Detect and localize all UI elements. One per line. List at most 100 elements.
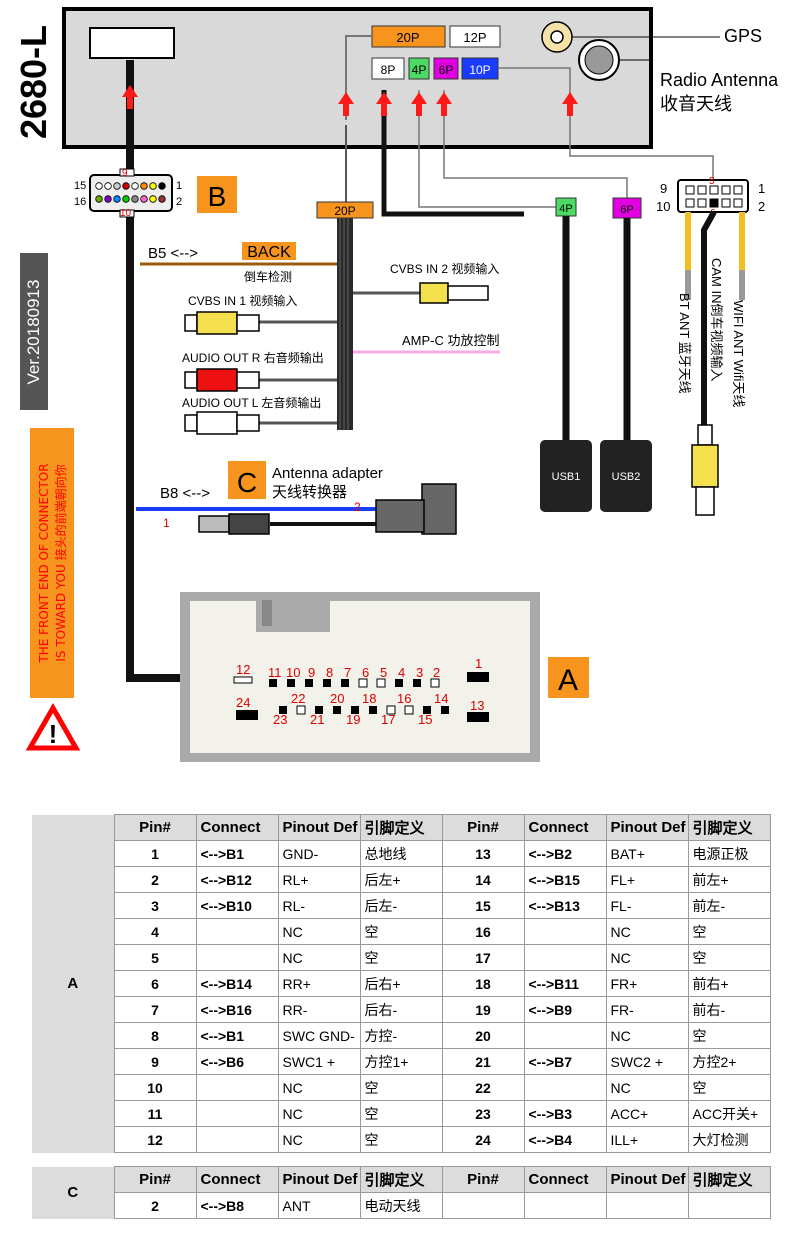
main-socket xyxy=(89,27,175,59)
svg-text:24: 24 xyxy=(236,695,250,710)
adapter-badge xyxy=(228,461,266,499)
adapter-pin-1: 1 xyxy=(163,516,170,530)
rca-cvbs-in1 xyxy=(184,311,260,335)
table-a-cell: NC xyxy=(277,944,361,971)
usb1-label: USB1 xyxy=(552,471,581,483)
port-8p-label: 8P xyxy=(381,63,396,77)
table-a-cell: <-->B6 xyxy=(195,1048,279,1075)
table-a-cell: FL+ xyxy=(605,866,689,893)
table-a-cell: 22 xyxy=(441,1074,525,1101)
svg-text:16: 16 xyxy=(397,691,411,706)
table-a-cell: 空 xyxy=(359,1100,443,1127)
plug-10p-pin-2: 2 xyxy=(758,199,765,214)
adapter-label-en: Antenna adapter xyxy=(272,465,383,482)
svg-text:18: 18 xyxy=(362,691,376,706)
port-12p xyxy=(449,25,501,48)
front-notice-line1: THE FRONT END OF CONNECTOR xyxy=(37,463,51,663)
connector-a-pin-labels: 12 11 10 9 8 7 6 5 4 3 2 1 22 20 18 16 1… xyxy=(236,656,484,727)
svg-text:9: 9 xyxy=(308,665,315,680)
antenna-adapter: C Antenna adapter 天线转换器 B8 <--> 1 2 xyxy=(136,461,457,535)
wifi-ant-label: WIFI ANT Wifi天线 xyxy=(731,300,746,407)
b5-label: B5 <--> xyxy=(148,245,198,262)
table-a-cell: <-->B13 xyxy=(523,892,607,919)
table-c-section-label: C xyxy=(32,1166,114,1219)
table-a-cell: ACC开关+ xyxy=(687,1100,771,1127)
table-a-cell: 1 xyxy=(113,840,197,867)
rca-cvbs-in2 xyxy=(419,282,489,304)
table-a-section-label: A xyxy=(32,814,114,1153)
table-c-header-cell: Pin# xyxy=(113,1166,197,1193)
back-badge xyxy=(242,242,296,260)
svg-text:13: 13 xyxy=(470,698,484,713)
plug-b-pin-9: 9 xyxy=(122,168,128,179)
plug-b-pin-1: 1 xyxy=(176,180,182,192)
connector-a-letter: A xyxy=(558,664,578,697)
adapter-pin-2: 2 xyxy=(354,500,361,514)
table-a-cell: NC xyxy=(605,1074,689,1101)
table-a-cell: <-->B4 xyxy=(523,1126,607,1153)
table-a-cell xyxy=(523,918,607,945)
port-12p-label: 12P xyxy=(463,30,486,45)
svg-text:3: 3 xyxy=(416,665,423,680)
table-a-cell: 18 xyxy=(441,970,525,997)
table-a-cell: 20 xyxy=(441,1022,525,1049)
plug-b-pins xyxy=(95,182,166,203)
usb-harness: 4P USB1 6P USB2 xyxy=(376,90,652,512)
table-a-cell: <-->B11 xyxy=(523,970,607,997)
table-a-cell: RR- xyxy=(277,996,361,1023)
plug-b-pin-16: 16 xyxy=(74,196,86,208)
svg-text:23: 23 xyxy=(273,712,287,727)
table-a-cell: 2 xyxy=(113,866,197,893)
connector-a: A 12 11 10 9 8 7 6 5 4 3 2 1 22 20 18 16… xyxy=(180,592,589,762)
bt-ant-label: BT ANT 蓝牙天线 xyxy=(677,293,692,394)
table-a-cell: 后右- xyxy=(359,996,443,1023)
table-a-header-cell: 引脚定义 xyxy=(359,814,443,841)
adapter-label-cn: 天线转换器 xyxy=(272,484,347,501)
usb1-connector xyxy=(540,440,592,512)
table-a-cell: 空 xyxy=(687,944,771,971)
adapter-plug-small xyxy=(198,513,270,535)
cvbs-in2-label: CVBS IN 2 视频输入 xyxy=(390,261,499,276)
table-a-cell: 17 xyxy=(441,944,525,971)
table-a-cell: <-->B10 xyxy=(195,892,279,919)
table-a-cell: <-->B2 xyxy=(523,840,607,867)
table-a-cell: 空 xyxy=(359,1126,443,1153)
svg-text:7: 7 xyxy=(344,665,351,680)
radio-antenna-label: Radio Antenna xyxy=(660,70,779,90)
plug-10p-pin-9: 9 xyxy=(660,181,667,196)
wiring-diagram: 2680-L 20P 12P 8P 4P 6P 10P GPS Radio An… xyxy=(13,7,779,762)
svg-text:15: 15 xyxy=(418,712,432,727)
radio-antenna-label-cn: 收音天线 xyxy=(660,94,732,114)
table-a-cell: 9 xyxy=(113,1048,197,1075)
port-6p xyxy=(433,57,459,80)
table-a-cell: SWC2 + xyxy=(605,1048,689,1075)
table-a-cell: <-->B1 xyxy=(195,1022,279,1049)
table-a-cell: NC xyxy=(277,1074,361,1101)
rca-audio-out-r xyxy=(184,368,260,392)
table-a-cell xyxy=(523,1074,607,1101)
table-a-cell xyxy=(195,918,279,945)
usb2-connector xyxy=(600,440,652,512)
table-a-header-cell: Connect xyxy=(523,814,607,841)
table-a-cell: <-->B9 xyxy=(523,996,607,1023)
svg-text:12: 12 xyxy=(236,662,250,677)
table-a-header-cell: Connect xyxy=(195,814,279,841)
warning-icon: ! xyxy=(25,702,81,751)
table-a-cell: 方控- xyxy=(359,1022,443,1049)
side-panel: Ver.20180913 THE FRONT END OF CONNECTOR … xyxy=(20,253,81,751)
b8-label: B8 <--> xyxy=(160,485,210,502)
table-a-cell xyxy=(195,944,279,971)
table-a-cell: RL+ xyxy=(277,866,361,893)
wire-bundle xyxy=(337,218,353,430)
table-a-cell: 8 xyxy=(113,1022,197,1049)
table-a-cell: 21 xyxy=(441,1048,525,1075)
table-c-cell xyxy=(441,1192,525,1219)
port-4p-label: 4P xyxy=(412,63,427,77)
table-a-cell: SWC GND- xyxy=(277,1022,361,1049)
